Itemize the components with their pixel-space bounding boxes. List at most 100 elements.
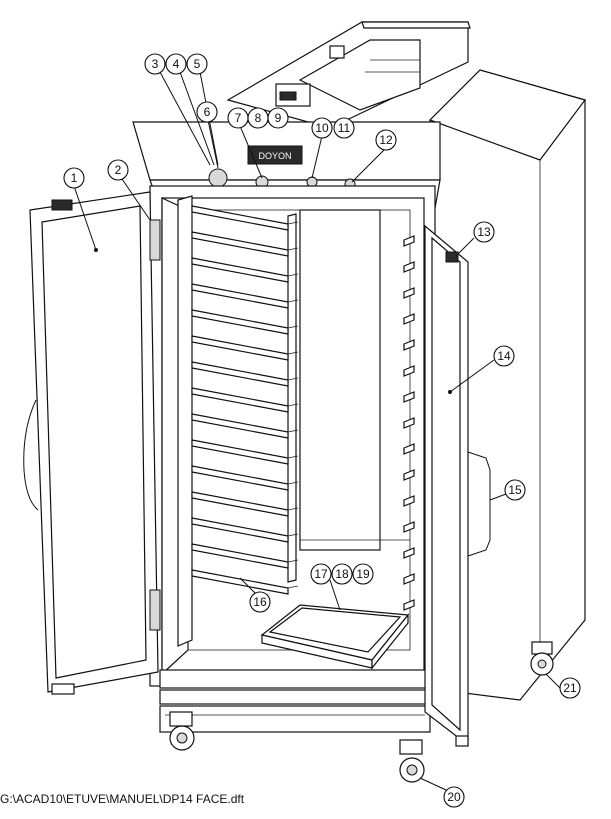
rack-rail-tick [287,481,299,485]
svg-text:11: 11 [338,121,351,135]
svg-text:10: 10 [315,121,329,135]
rack-rail-tick [287,533,299,537]
tray-rack [177,195,299,647]
callout-balloons: 1 2 3 4 5 6 7 8 9 10 11 12 13 14 15 16 1… [63,53,581,808]
svg-text:16: 16 [253,595,267,609]
tray-shelf [191,569,289,595]
tray-shelf [191,413,289,439]
svg-text:17: 17 [314,567,328,581]
svg-text:9: 9 [275,111,282,125]
dial-knob-icon [208,168,228,188]
tray-shelf [191,491,289,517]
callout-14: 14 [493,345,515,367]
right-rack-rails [403,235,415,611]
brand-plate: DOYON [258,151,291,161]
rack-rail-tick [287,273,299,277]
leader-lines [73,71,561,791]
callout-12: 12 [375,129,397,151]
callout-15: 15 [504,479,526,501]
right-rail-tab [403,469,415,481]
drawing-filename: G:\ACAD10\ETUVE\MANUEL\DP14 FACE.dft [0,792,245,806]
right-rail-tab [403,391,415,403]
rack-rail-tick [287,403,299,407]
tray-shelf [191,465,289,491]
svg-text:21: 21 [563,681,577,695]
tray-shelf [191,257,289,283]
right-rail-tab [403,417,415,429]
right-rail-tab [403,261,415,273]
rack-rail-tick [287,559,299,563]
svg-text:18: 18 [335,567,349,581]
svg-text:6: 6 [204,105,211,119]
svg-text:2: 2 [115,163,122,177]
rack-rail-tick [287,377,299,381]
rack-post [177,195,193,647]
right-rail-tab [403,339,415,351]
right-rail-tab [403,365,415,377]
rack-rail-tick [287,299,299,303]
tray-shelf [191,335,289,361]
callout-20: 20 [443,786,465,808]
rack-rail-tick [287,585,299,589]
tray-shelf [191,439,289,465]
callout-9: 9 [267,107,289,129]
svg-text:14: 14 [497,349,511,363]
right-rail-tab [403,443,415,455]
top-machinery [226,21,471,129]
tray-shelf [191,361,289,387]
callout-4: 4 [165,53,187,75]
caster-front-right-icon [399,739,425,783]
callout-17: 17 [310,563,332,585]
svg-text:20: 20 [447,790,461,804]
tray-shelf [191,543,289,569]
callout-1: 1 [63,167,85,189]
tray-shelf [191,205,289,231]
right-rail-tab [403,547,415,559]
rack-post [287,213,297,583]
rack-rail-tick [287,429,299,433]
svg-text:1: 1 [71,171,78,185]
callout-6: 6 [196,101,218,123]
water-pan [260,604,410,670]
tray-shelf [191,283,289,309]
caster-front-left-icon [169,711,195,751]
cabinet-interior [187,209,411,651]
rack-rail-tick [287,351,299,355]
right-rail-tab [403,599,415,611]
rack-rail-tick [287,507,299,511]
right-door [424,224,491,747]
callout-10: 10 [311,117,333,139]
tray-shelf [191,387,289,413]
left-door [23,191,161,695]
right-rail-tab [403,235,415,247]
svg-text:4: 4 [173,57,180,71]
svg-text:8: 8 [255,111,262,125]
tray-shelf [191,231,289,257]
rack-rail-tick [287,221,299,225]
right-rail-tab [403,313,415,325]
svg-text:19: 19 [356,567,370,581]
callout-16: 16 [249,591,271,613]
callout-3: 3 [144,53,166,75]
right-rail-tab [403,287,415,299]
callout-19: 19 [352,563,374,585]
callout-5: 5 [186,53,208,75]
svg-text:3: 3 [152,57,159,71]
right-rail-tab [403,521,415,533]
bottom-sill [159,669,431,733]
svg-text:5: 5 [194,57,201,71]
callout-13: 13 [473,221,495,243]
svg-text:13: 13 [477,225,491,239]
cabinet-right-side [428,69,587,701]
rack-rail-tick [287,455,299,459]
right-rail-tab [403,495,415,507]
rack-rail-tick [287,325,299,329]
tray-shelf [191,309,289,335]
callout-21: 21 [559,677,581,699]
right-rail-tab [403,573,415,585]
svg-text:7: 7 [235,111,242,125]
tray-shelf [191,517,289,543]
caster-rear-right-icon [530,641,554,676]
